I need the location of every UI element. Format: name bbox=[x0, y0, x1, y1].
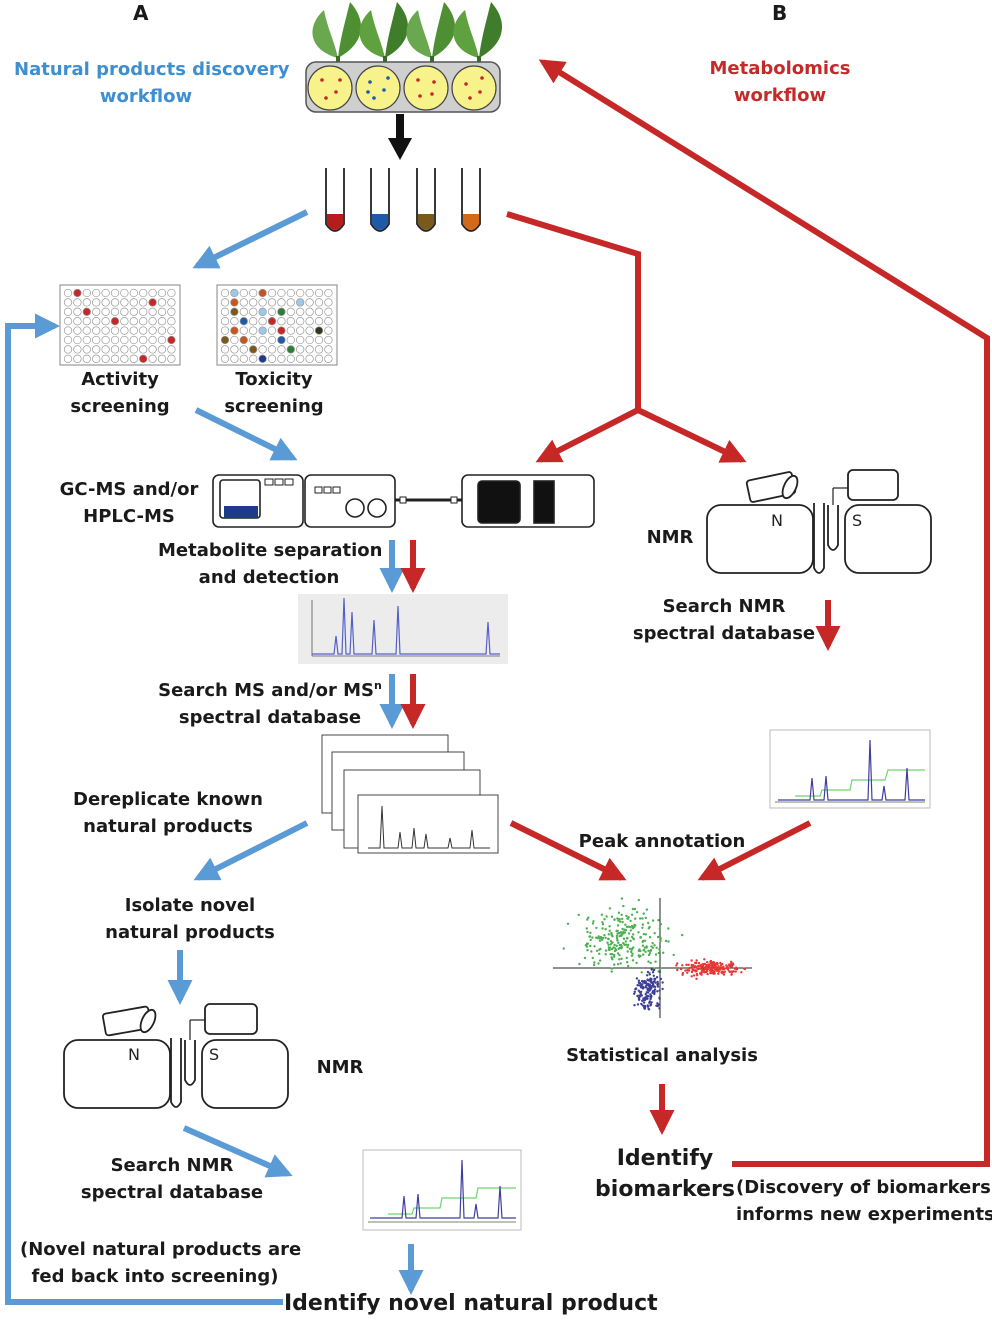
nmr-letters-bottom: N S bbox=[128, 1045, 219, 1064]
ms-sample-rack bbox=[224, 506, 258, 518]
nmr-spectrum-bottom bbox=[362, 1149, 522, 1231]
blue-feedback-loop bbox=[5, 313, 283, 1305]
blue-arrow-to-ms bbox=[194, 407, 298, 461]
peak-annotation-label: Peak annotation bbox=[578, 831, 746, 852]
chromatogram bbox=[298, 594, 508, 664]
nmr-letters-top: N S bbox=[771, 511, 862, 530]
blue-arrow-to-nmr-spectrum bbox=[182, 1125, 293, 1178]
red-arrow-to-ms bbox=[535, 407, 640, 463]
svg-text:S: S bbox=[209, 1045, 219, 1064]
svg-text:N: N bbox=[771, 511, 783, 530]
blue-arrow-to-screening bbox=[192, 209, 309, 269]
blue-arrow-to-isolate bbox=[193, 820, 309, 881]
petri-dishes bbox=[305, 61, 501, 113]
svg-text:N: N bbox=[128, 1045, 140, 1064]
red-arrow-ms-to-stats bbox=[509, 820, 627, 881]
red-line-to-split bbox=[506, 211, 641, 410]
toxicity-well-plate bbox=[216, 284, 338, 366]
search-ms-label: Search MS and/or MSn spectral database bbox=[158, 679, 382, 728]
pca-scatter-plot bbox=[553, 897, 752, 1018]
plant-leaves bbox=[312, 2, 503, 68]
svg-text:S: S bbox=[852, 511, 862, 530]
nmr-spectrum-top-right bbox=[769, 729, 931, 809]
nmr-instrument-bottom bbox=[63, 1003, 289, 1109]
red-workflow-arrows bbox=[400, 59, 990, 1167]
red-arrow-to-nmr bbox=[636, 407, 747, 463]
extract-tubes bbox=[325, 168, 481, 232]
ms-instrument bbox=[212, 474, 595, 528]
panel-label-b: B bbox=[772, 1, 788, 25]
mass-spectra-stack bbox=[321, 734, 499, 854]
nmr-bottom-label: NMR bbox=[316, 1057, 364, 1078]
red-arrow-nmr-to-stats bbox=[697, 820, 812, 881]
blue-workflow-arrows bbox=[5, 209, 424, 1305]
identify-novel-product-label: Identify novel natural product bbox=[284, 1291, 658, 1316]
panel-label-a: A bbox=[133, 1, 149, 25]
statistical-analysis-label: Statistical analysis bbox=[566, 1045, 758, 1066]
activity-well-plate bbox=[59, 284, 181, 366]
red-feedback-loop bbox=[538, 59, 990, 1167]
nmr-instrument-top bbox=[706, 469, 932, 574]
nmr-top-label: NMR bbox=[646, 527, 694, 548]
extraction-arrow bbox=[388, 114, 412, 160]
